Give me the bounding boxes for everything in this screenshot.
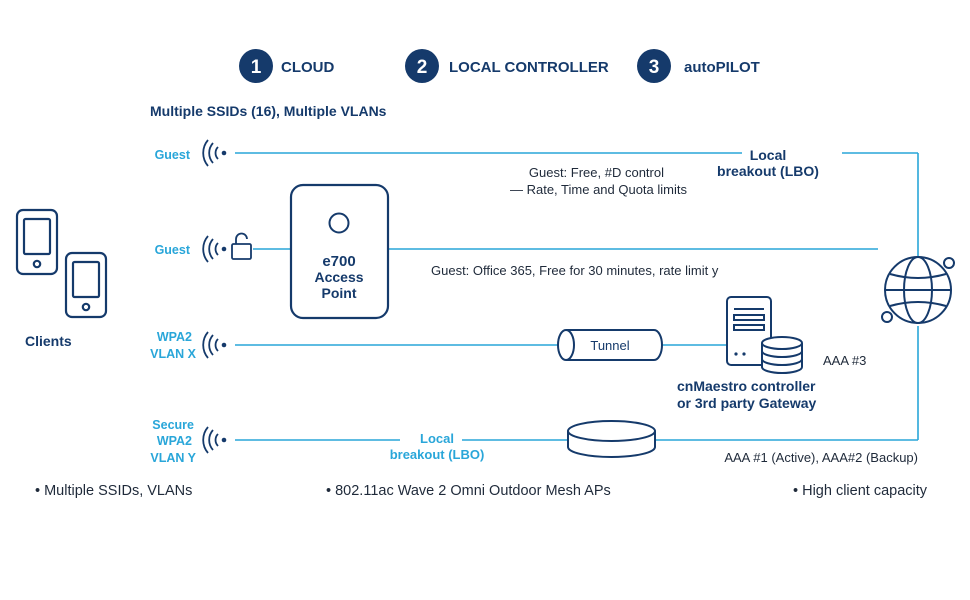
globe-icon (881, 256, 955, 324)
wifi-signal-icon (202, 139, 227, 167)
tunnel-label: Tunnel (590, 338, 629, 353)
controller-label-2: or 3rd party Gateway (677, 395, 816, 411)
ap-label-2: Access (314, 269, 363, 285)
step-1: 1 CLOUD (239, 49, 334, 83)
row-secure-label-3: VLAN Y (150, 451, 196, 465)
bullet-multiple-ssids: • Multiple SSIDs, VLANs (35, 483, 192, 499)
phone-icon (64, 251, 108, 319)
step-2-number: 2 (417, 57, 428, 78)
step-2-label: LOCAL CONTROLLER (449, 59, 609, 76)
aaa3-label: AAA #3 (823, 353, 866, 368)
controller-label-1: cnMaestro controller (677, 378, 816, 394)
database-icon (761, 336, 803, 374)
phone-icon (15, 208, 59, 276)
ap-label-1: e700 (322, 253, 355, 270)
access-point-device: e700 Access Point (289, 183, 390, 320)
guest-free-note-2: — Rate, Time and Quota limits (510, 182, 688, 197)
row-guest-1-label: Guest (155, 148, 191, 162)
clients-label: Clients (25, 333, 72, 349)
wifi-signal-icon (202, 235, 227, 263)
guest-free-note-1: Guest: Free, #D control (529, 165, 664, 180)
bullet-mesh-aps: • 802.11ac Wave 2 Omni Outdoor Mesh APs (326, 483, 611, 499)
ap-label-3: Point (322, 285, 357, 301)
row-secure-label-1: Secure (152, 418, 194, 432)
tunnel-pipe (557, 329, 663, 361)
subtitle: Multiple SSIDs (16), Multiple VLANs (150, 103, 387, 119)
server-icon (726, 296, 772, 366)
bullet-client-capacity: • High client capacity (793, 483, 928, 499)
step-3-label: autoPILOT (684, 59, 760, 76)
wifi-signal-icon (202, 331, 227, 359)
row-wpa2-label-1: WPA2 (157, 330, 192, 344)
row-secure-label-2: WPA2 (157, 434, 192, 448)
row-guest-2-label: Guest (155, 243, 191, 257)
wifi-signal-icon (202, 426, 227, 454)
guest-office-note: Guest: Office 365, Free for 30 minutes, … (431, 263, 719, 278)
lbo-top-label-1: Local (750, 147, 787, 163)
lbo-bottom-label-2: breakout (LBO) (390, 447, 485, 462)
mesh-ap-device (567, 420, 656, 458)
lbo-top-label-2: breakout (LBO) (717, 163, 819, 179)
connection-lines (235, 152, 919, 441)
step-2: 2 LOCAL CONTROLLER (405, 49, 609, 83)
step-1-number: 1 (251, 57, 262, 78)
step-3-number: 3 (649, 57, 660, 78)
step-3: 3 autoPILOT (637, 49, 760, 83)
aaa12-label: AAA #1 (Active), AAA#2 (Backup) (724, 450, 918, 465)
lbo-bottom-label-1: Local (420, 431, 454, 446)
unlock-icon (231, 232, 252, 260)
row-wpa2-label-2: VLAN X (150, 347, 197, 361)
step-1-label: CLOUD (281, 59, 334, 76)
